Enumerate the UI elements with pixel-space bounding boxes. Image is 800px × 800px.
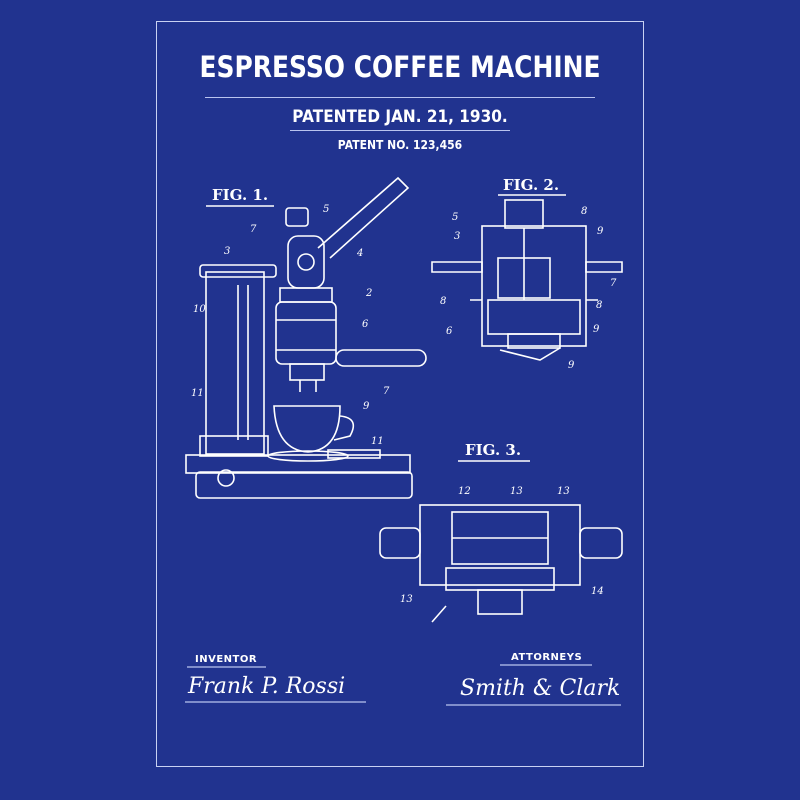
part-number: 10: [193, 304, 206, 315]
part-number: 11: [371, 436, 384, 447]
fig1-line-underline: [206, 194, 566, 462]
inventor-label: INVENTOR: [195, 654, 258, 665]
fig1-label: FIG. 1.: [212, 186, 269, 204]
part-number: 7: [610, 278, 617, 289]
part-number: 14: [591, 586, 604, 597]
attorneys-label: ATTORNEYS: [511, 652, 583, 663]
part-number: 7: [383, 386, 390, 397]
patent-number: PATENT NO. 123,456: [337, 138, 463, 152]
part-number: 5: [323, 204, 329, 215]
poster-border: [156, 21, 644, 767]
part-number: 7: [250, 224, 257, 235]
poster-title: ESPRESSO COFFEE MACHINE: [199, 50, 601, 84]
fig3-label: FIG. 3.: [465, 441, 522, 459]
inventor-signature: Frank P. Rossi: [188, 674, 346, 699]
part-number: 9: [568, 360, 575, 371]
patent-date: PATENTED JAN. 21, 1930.: [292, 107, 508, 127]
date-underline: [290, 130, 510, 131]
part-number: 8: [596, 300, 602, 311]
part-number: 12: [458, 486, 471, 497]
attorneys-signature: Smith & Clark: [460, 676, 621, 701]
part-number: 5: [452, 212, 458, 223]
part-number: 13: [400, 594, 413, 605]
part-number: 9: [597, 226, 604, 237]
signature-rules: [185, 664, 621, 706]
fig1-espresso-machine-drawing: [185, 176, 427, 499]
part-number: 13: [510, 486, 523, 497]
part-number: 8: [581, 206, 587, 217]
part-number: 6: [446, 326, 453, 337]
title-divider: [205, 97, 595, 98]
part-number: 3: [224, 246, 230, 257]
part-number: 11: [191, 388, 204, 399]
fig2-label: FIG. 2.: [503, 176, 560, 194]
fig3-portafilter-drawing: [379, 504, 623, 623]
part-number: 4: [356, 248, 363, 259]
part-number: 8: [440, 296, 446, 307]
part-number: 9: [593, 324, 600, 335]
part-number: 2: [365, 288, 372, 299]
part-number: 9: [363, 401, 370, 412]
part-number: 6: [362, 319, 369, 330]
part-number: 3: [454, 231, 460, 242]
fig2-cross-section-drawing: [431, 199, 623, 361]
part-number: 13: [557, 486, 570, 497]
